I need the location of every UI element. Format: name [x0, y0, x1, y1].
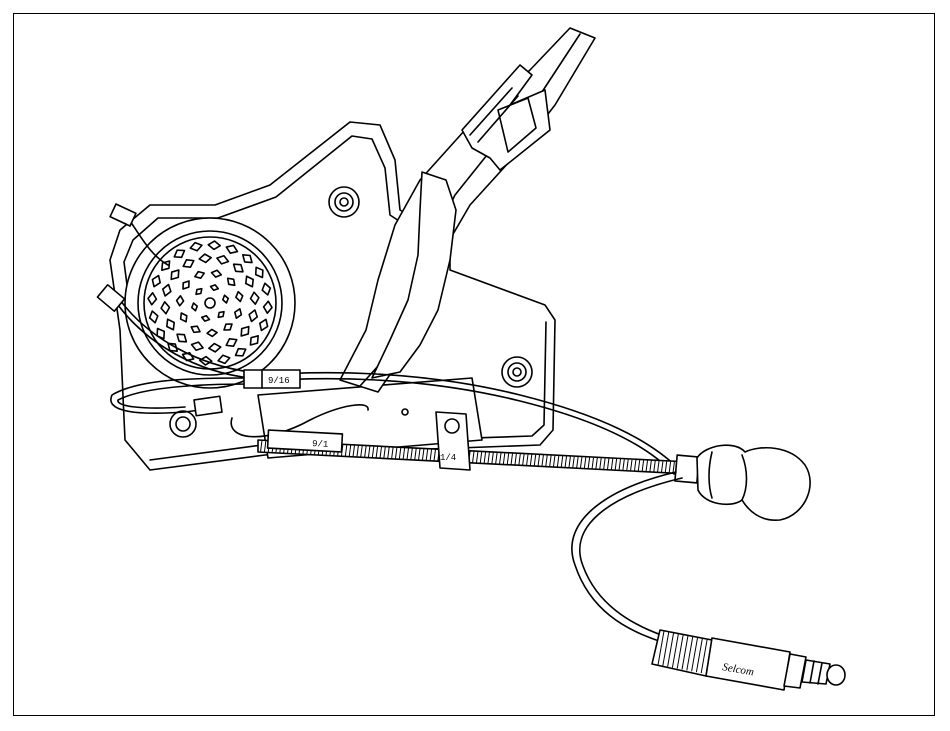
connector-mic-label: 9/1	[312, 439, 329, 450]
microphone	[675, 445, 810, 520]
plug-cable	[572, 472, 682, 642]
connector-left	[194, 396, 222, 415]
boom-clip: 1/4	[436, 412, 470, 470]
connector-speaker-top	[110, 204, 136, 226]
connector-top-label: 9/16	[268, 376, 290, 386]
connector-clip-label: 1/4	[440, 453, 456, 463]
connector-mic: 9/1	[268, 430, 343, 452]
jack-plug: Selcom	[652, 630, 845, 690]
connector-top: 9/16	[244, 370, 300, 388]
